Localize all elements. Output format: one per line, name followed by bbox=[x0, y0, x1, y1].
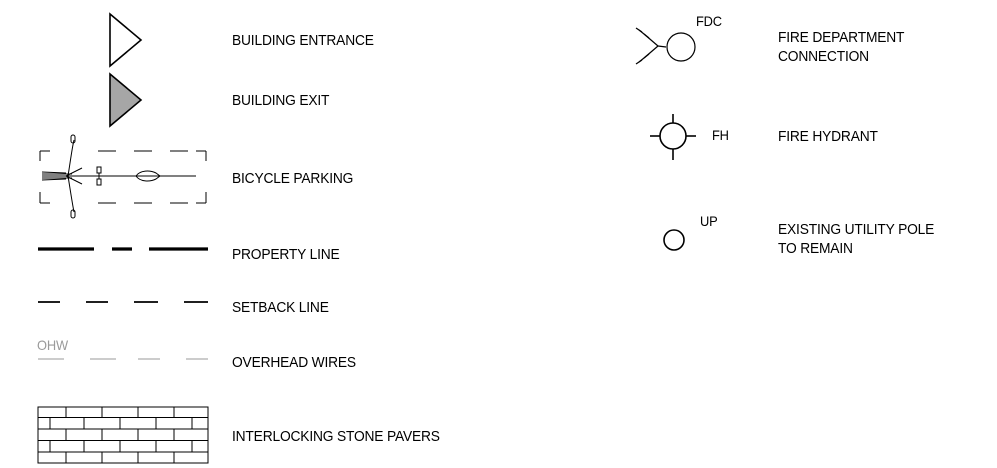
bicycle-parking-label: BICYCLE PARKING bbox=[232, 170, 354, 187]
overhead-wires-symbol bbox=[38, 358, 208, 360]
interlocking-stone-pavers-symbol bbox=[37, 406, 209, 464]
bicycle-parking-symbol bbox=[39, 134, 207, 219]
fire-department-connection-symbol bbox=[635, 27, 696, 65]
fdc-tag: FDC bbox=[696, 13, 722, 29]
fire-department-connection-label-line1: FIRE DEPARTMENT bbox=[778, 29, 905, 46]
property-line-label: PROPERTY LINE bbox=[232, 246, 340, 263]
utility-pole-label-line1: EXISTING UTILITY POLE bbox=[778, 221, 935, 238]
fire-hydrant-label: FIRE HYDRANT bbox=[778, 128, 878, 145]
fh-tag: FH bbox=[712, 127, 729, 143]
fire-department-connection-label-line2: CONNECTION bbox=[778, 48, 869, 65]
setback-line-label: SETBACK LINE bbox=[232, 299, 329, 316]
overhead-wires-label: OVERHEAD WIRES bbox=[232, 354, 356, 371]
interlocking-stone-pavers-label: INTERLOCKING STONE PAVERS bbox=[232, 428, 440, 445]
fire-hydrant-symbol bbox=[650, 114, 696, 160]
building-exit-label: BUILDING EXIT bbox=[232, 92, 330, 109]
property-line-symbol bbox=[38, 247, 208, 251]
building-entrance-symbol bbox=[109, 12, 143, 68]
utility-pole-label-line2: TO REMAIN bbox=[778, 240, 853, 257]
building-exit-symbol bbox=[109, 72, 143, 128]
setback-line-symbol bbox=[38, 301, 208, 303]
building-entrance-label: BUILDING ENTRANCE bbox=[232, 32, 374, 49]
utility-pole-symbol bbox=[663, 229, 685, 251]
ohw-tag: OHW bbox=[37, 337, 68, 353]
up-tag: UP bbox=[700, 213, 718, 229]
